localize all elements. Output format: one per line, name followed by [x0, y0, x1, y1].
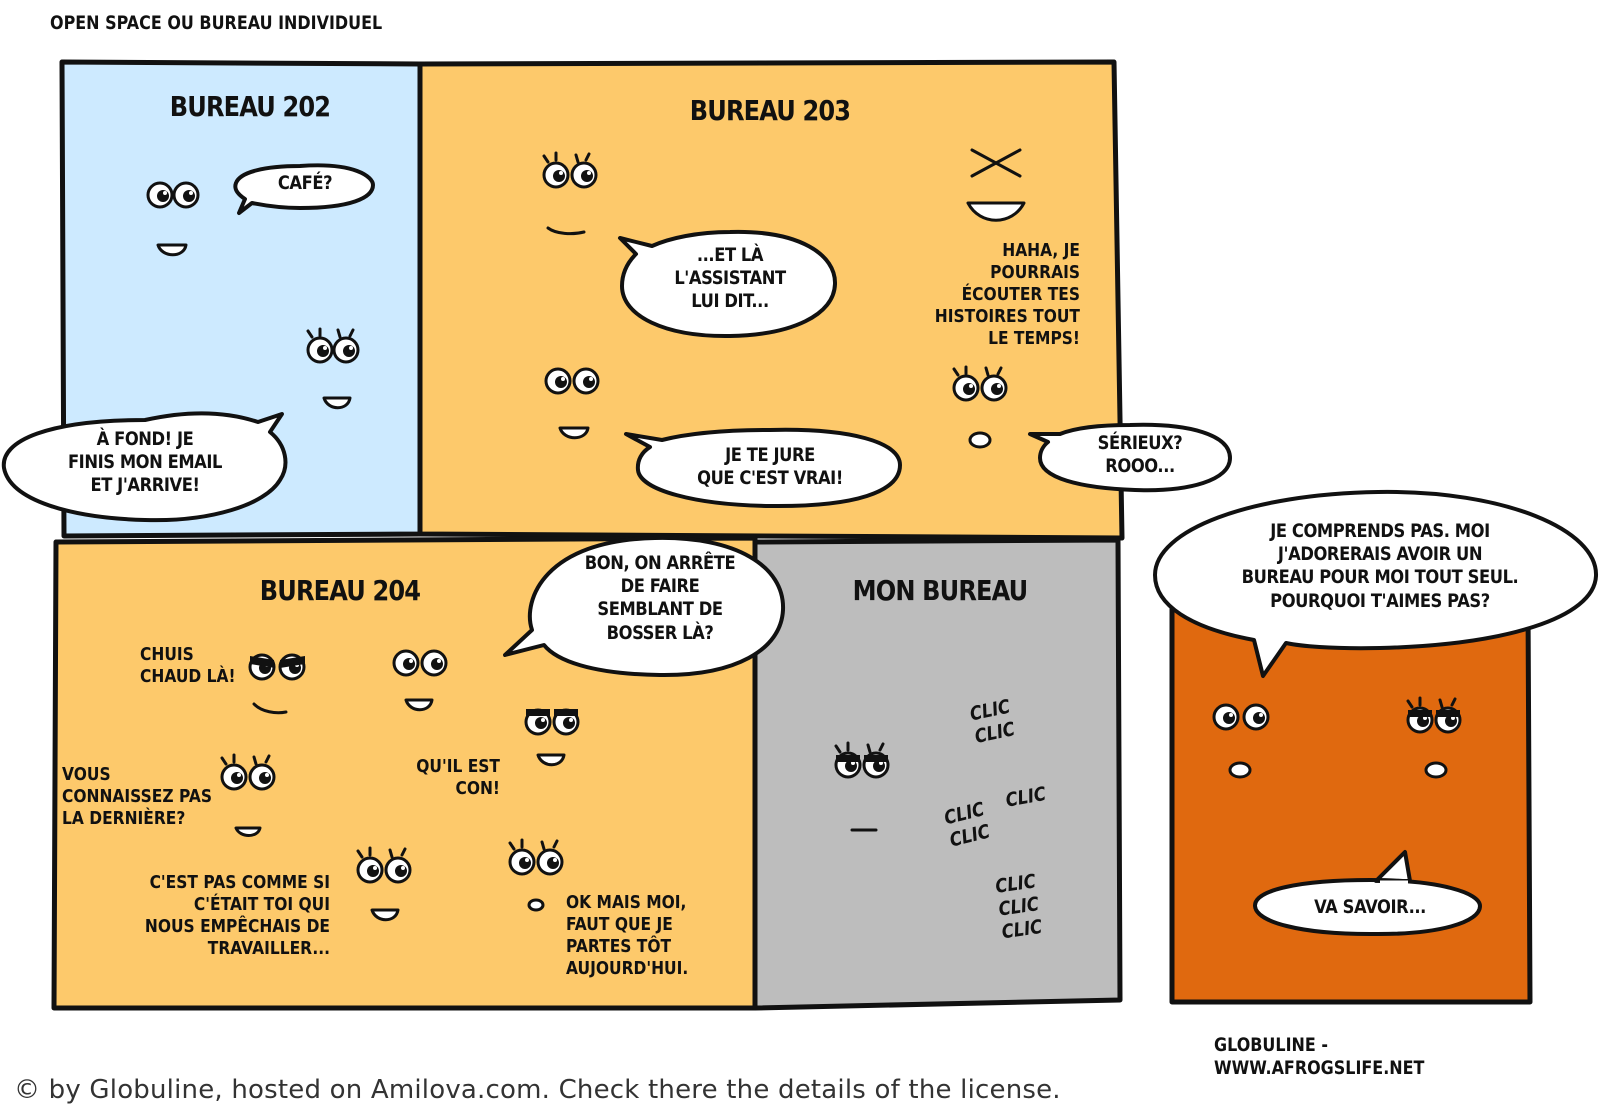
- speech-text: ...ET LÀ L'ASSISTANT LUI DIT...: [674, 244, 786, 313]
- mon-bureau-title: MON BUREAU: [852, 574, 1029, 607]
- clic-sound: CLIC CLIC CLIC: [994, 870, 1044, 944]
- dialogue-text: CHUIS CHAUD LÀ!: [140, 644, 236, 687]
- speech-bubble: [624, 427, 902, 509]
- speech-bubble: [503, 535, 786, 678]
- caption-text: HAHA, JE POURRAIS ÉCOUTER TES HISTOIRES …: [934, 240, 1080, 349]
- speech-bubble: [1153, 489, 1599, 678]
- dialogue-text: C'EST PAS COMME SI C'ÉTAIT TOI QUI NOUS …: [144, 872, 330, 959]
- speech-text: À FOND! JE FINIS MON EMAIL ET J'ARRIVE!: [67, 428, 223, 497]
- speech-text: BON, ON ARRÊTE DE FAIRE SEMBLANT DE BOSS…: [584, 552, 736, 644]
- speech-text: VA SAVOIR...: [1314, 896, 1426, 918]
- license-credit: © by Globuline, hosted on Amilova.com. C…: [14, 1075, 1061, 1105]
- panel-mon-bureau: [752, 537, 1123, 1011]
- speech-bubble: [233, 163, 375, 215]
- dialogue-text: OK MAIS MOI, FAUT QUE JE PARTES TÔT AUJO…: [566, 892, 689, 979]
- bureau-204-title: BUREAU 204: [259, 574, 421, 607]
- bureau-202-title: BUREAU 202: [169, 90, 331, 123]
- speech-text: JE TE JURE QUE C'EST VRAI!: [697, 444, 843, 490]
- dialogue-text: QU'IL EST CON!: [416, 756, 500, 799]
- signature: GLOBULINE - WWW.AFROGSLIFE.NET: [1214, 1034, 1425, 1080]
- bureau-203-title: BUREAU 203: [689, 94, 851, 127]
- speech-bubble: [618, 229, 838, 339]
- speech-text: JE COMPRENDS PAS. MOI J'ADORERAIS AVOIR …: [1241, 520, 1519, 612]
- speech-bubble: [1028, 422, 1232, 493]
- page-title: OPEN SPACE OU BUREAU INDIVIDUEL: [50, 12, 383, 34]
- speech-text: SÉRIEUX? ROOO...: [1097, 432, 1183, 478]
- dialogue-text: VOUS CONNAISSEZ PAS LA DERNIÈRE?: [62, 764, 213, 829]
- speech-bubble: [1, 411, 288, 523]
- speech-text: CAFÉ?: [277, 172, 333, 194]
- panel-visitor: [1169, 597, 1533, 1005]
